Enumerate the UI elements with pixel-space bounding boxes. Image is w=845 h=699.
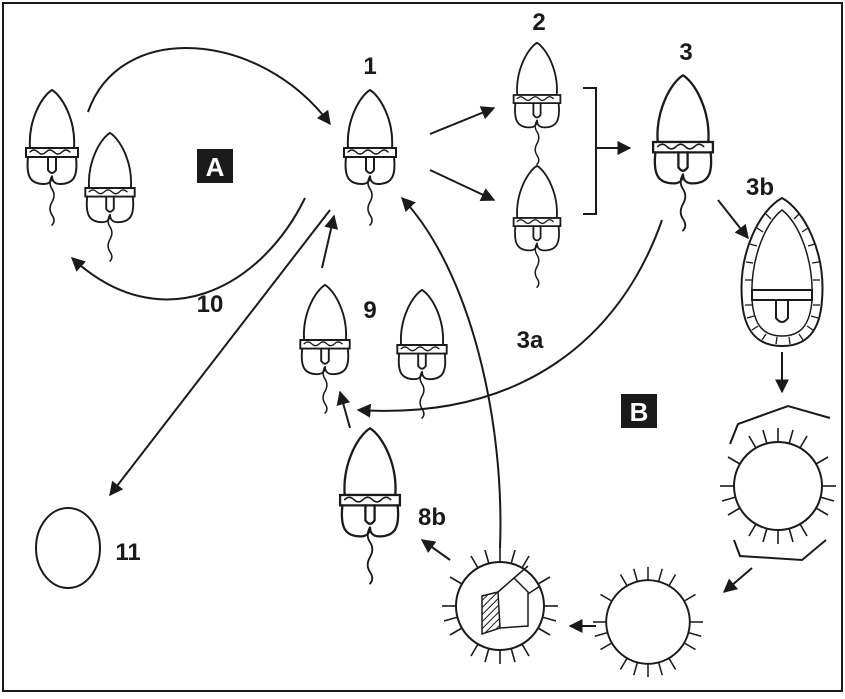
cell-9-left [300, 285, 349, 413]
label-8b: 8b [418, 504, 446, 531]
stage-3b-cyst [742, 198, 823, 346]
arrow-wall-to-cyst [724, 568, 752, 592]
cyst-with-wall [720, 406, 836, 560]
cell-pair-left-a [26, 90, 78, 225]
cell-2-top [514, 43, 561, 165]
label-2: 2 [532, 9, 545, 36]
arrow-germ-to-1 [402, 198, 500, 548]
arrow-10-to-pair [72, 198, 305, 299]
arrow-1-to-2-bottom [430, 170, 494, 200]
panel-label-a: A [206, 152, 225, 182]
panel-badge-a: A [197, 149, 233, 183]
arrow-pair-to-1 [88, 48, 330, 124]
cell-8b [340, 428, 400, 583]
label-9: 9 [363, 297, 376, 324]
label-10: 10 [197, 291, 224, 318]
cell-9-right [397, 290, 446, 418]
arrow-8b-to-9 [340, 392, 350, 428]
arrow-3-to-3b [718, 200, 748, 238]
label-3a: 3a [517, 327, 544, 354]
cell-pair-left-b [85, 133, 134, 261]
arrow-1-to-11 [110, 210, 330, 495]
cell-1 [344, 90, 396, 225]
germinating-cyst [442, 548, 558, 664]
arrow-3a [358, 220, 662, 411]
arrow-1-to-2-top [430, 108, 494, 134]
panel-label-b: B [630, 397, 649, 427]
label-3b: 3b [746, 174, 774, 201]
label-3: 3 [679, 39, 692, 66]
label-1: 1 [363, 53, 376, 80]
arrow-9-to-1 [322, 216, 334, 268]
label-11: 11 [115, 539, 140, 566]
cell-2-bottom [514, 166, 561, 288]
temporary-cyst-11 [36, 508, 100, 588]
fusion-bracket [583, 88, 612, 214]
cell-3 [653, 75, 713, 230]
panel-badge-b: B [621, 394, 657, 428]
spiny-cyst [593, 567, 703, 677]
arrow-germ-to-8b [422, 540, 450, 560]
